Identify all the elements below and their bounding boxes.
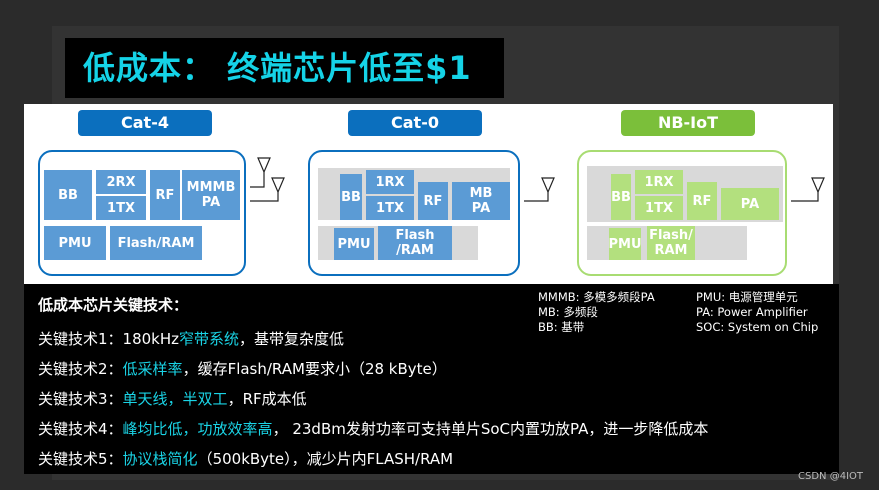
nbiot-module: BB 1RX 1TX RF PA PMU Flash/ RAM (577, 150, 787, 276)
antenna-icon (250, 192, 279, 202)
cat0-mem-block: Flash /RAM (378, 226, 452, 260)
cat4-module: BB 2RX 1TX RF MMMB PA PMU Flash/RAM (38, 150, 246, 276)
tech-item-4: 关键技术4：峰均比低，功放效率高， 23dBm发射功率可支持单片SoC内置功放P… (38, 418, 708, 439)
tech-item-5: 关键技术5：协议栈简化（500kByte），减少片内FLASH/RAM (38, 448, 453, 469)
antenna-icon (271, 177, 285, 194)
cat4-mem-block: Flash/RAM (110, 226, 202, 260)
antenna-icon (250, 172, 265, 188)
antenna-icon (541, 177, 555, 194)
nbiot-label: NB-IoT (621, 110, 755, 136)
cat0-pmu-block: PMU (334, 228, 374, 260)
nbiot-tx-block: 1TX (635, 196, 683, 220)
tech-item-prefix: 关键技术3： (38, 390, 123, 408)
legend-right: PMU: 电源管理单元 PA: Power Amplifier SOC: Sys… (696, 290, 818, 335)
cat4-pa-block: MMMB PA (182, 170, 240, 220)
nbiot-pa-block: PA (721, 188, 779, 220)
tech-item-rest: ，缓存Flash/RAM要求小（28 kByte） (182, 360, 447, 378)
cat4-rf-block: RF (150, 170, 180, 220)
tech-item-highlight: 低采样率 (122, 360, 183, 378)
cat4-tx-block: 1TX (96, 196, 146, 220)
watermark: CSDN @4IOT (798, 471, 863, 482)
cat4-label: Cat-4 (78, 110, 212, 136)
nbiot-rx-block: 1RX (635, 170, 683, 194)
cat0-pa-block: MB PA (452, 182, 510, 220)
tech-item-highlight: 单天线，半双工 (122, 390, 228, 408)
tech-item-highlight: 峰均比低，功放效率高 (122, 420, 273, 438)
tech-item-prefix: 关键技术5： (38, 450, 123, 468)
legend-item: MB: 多频段 (538, 305, 598, 319)
antenna-icon (524, 192, 549, 202)
cat0-bb-block: BB (340, 174, 362, 220)
tech-item-2: 关键技术2：低采样率，缓存Flash/RAM要求小（28 kByte） (38, 358, 447, 379)
tech-item-highlight: 协议栈简化 (122, 450, 198, 468)
tech-item-prefix: 关键技术1：180kHz (38, 330, 180, 348)
panel-heading: 低成本芯片关键技术： (38, 296, 189, 314)
legend-item: SOC: System on Chip (696, 320, 819, 334)
antenna-lines (250, 157, 825, 202)
tech-item-rest: ， 23dBm发射功率可支持单片SoC内置功放PA，进一步降低成本 (272, 420, 709, 438)
tech-item-3: 关键技术3：单天线，半双工，RF成本低 (38, 388, 307, 409)
key-tech-panel: 低成本芯片关键技术： MMMB: 多模多频段PA MB: 多频段 BB: 基带 … (24, 284, 839, 474)
cat0-rf-block: RF (418, 182, 448, 220)
antenna-icon (791, 192, 819, 202)
legend-item: PA: Power Amplifier (696, 305, 808, 319)
tech-item-prefix: 关键技术2： (38, 360, 123, 378)
legend-left: MMMB: 多模多频段PA MB: 多频段 BB: 基带 (538, 290, 655, 335)
tech-item-prefix: 关键技术4： (38, 420, 123, 438)
cat0-label: Cat-0 (348, 110, 482, 136)
cat0-rx-block: 1RX (366, 170, 414, 194)
legend-item: PMU: 电源管理单元 (696, 290, 798, 304)
nbiot-rf-block: RF (687, 182, 717, 220)
legend-item: MMMB: 多模多频段PA (538, 290, 655, 304)
tech-item-rest: （500kByte），减少片内FLASH/RAM (197, 450, 454, 468)
tech-item-1: 关键技术1：180kHz窄带系统，基带复杂度低 (38, 328, 344, 349)
tech-item-highlight: 窄带系统 (179, 330, 240, 348)
cat0-module: BB 1RX 1TX RF MB PA PMU Flash /RAM (308, 150, 520, 276)
cat4-rx-block: 2RX (96, 170, 146, 194)
slide-title: 低成本： 终端芯片低至$1 (65, 38, 504, 98)
antenna-icon (811, 177, 825, 194)
nbiot-pmu-block: PMU (608, 228, 642, 260)
cat0-tx-block: 1TX (366, 196, 414, 220)
tech-item-rest: ，RF成本低 (227, 390, 307, 408)
cat4-bb-block: BB (44, 170, 92, 220)
nbiot-bb-block: BB (611, 174, 631, 220)
nbiot-mem-block: Flash/ RAM (647, 226, 695, 260)
legend-item: BB: 基带 (538, 320, 585, 334)
cat4-pmu-block: PMU (44, 226, 106, 260)
chip-diagram: Cat-4 BB 2RX 1TX RF MMMB PA PMU Flash/RA… (24, 104, 833, 284)
antenna-icon (257, 157, 271, 174)
tech-item-rest: ，基带复杂度低 (239, 330, 345, 348)
